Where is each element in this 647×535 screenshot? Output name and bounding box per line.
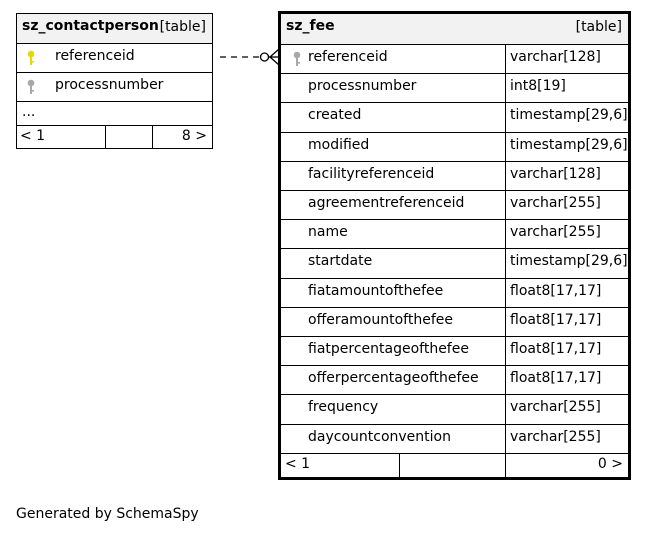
column-row[interactable]: daycountconvention varchar[255] [281, 423, 628, 453]
relationship-crowfoot-upper [269, 48, 280, 58]
footer-right: 8 > [181, 128, 207, 144]
primary-key-icon [26, 50, 36, 66]
column-name: referenceid [55, 48, 135, 64]
column-row[interactable]: frequency varchar[255] [281, 394, 628, 424]
column-row[interactable]: name varchar[255] [281, 219, 628, 249]
column-row[interactable]: referenceid [17, 43, 212, 72]
column-type: float8[17,17] [510, 282, 602, 299]
column-name: offerpercentageofthefee [308, 370, 479, 387]
more-columns-ellipsis: ... [22, 104, 36, 120]
column-row[interactable]: agreementreferenceid varchar[255] [281, 190, 628, 220]
table-header: sz_fee [table] [281, 14, 628, 44]
table-footer: < 1 8 > [17, 125, 212, 148]
column-type: timestamp[29,6] [510, 136, 628, 153]
foreign-key-icon [26, 79, 36, 95]
column-row[interactable]: fiatamountofthefee float8[17,17] [281, 277, 628, 307]
table-name: sz_fee [286, 18, 335, 34]
footer-left: < 1 [20, 128, 46, 144]
column-row[interactable]: referenceid varchar[128] [281, 44, 628, 74]
column-row[interactable]: processnumber [17, 72, 212, 101]
column-name: processnumber [55, 77, 164, 93]
column-type: varchar[128] [510, 165, 601, 182]
column-type: varchar[255] [510, 399, 601, 416]
column-type: int8[19] [510, 78, 566, 95]
relationship-zero-circle [259, 52, 270, 62]
column-name: agreementreferenceid [308, 195, 465, 211]
column-type: float8[17,17] [510, 341, 602, 357]
column-row[interactable]: facilityreferenceid varchar[128] [281, 160, 628, 190]
footer-left: < 1 [285, 456, 311, 472]
column-type: float8[17,17] [510, 370, 602, 387]
column-row[interactable]: modified timestamp[29,6] [281, 131, 628, 161]
foreign-key-icon [292, 51, 302, 67]
column-row[interactable]: processnumber int8[19] [281, 73, 628, 103]
table-sz-contactperson[interactable]: sz_contactperson [table] referenceid proc… [16, 13, 213, 149]
column-name: startdate [308, 253, 373, 270]
footer-right: 0 > [597, 456, 623, 472]
table-kind: [table] [159, 19, 206, 35]
column-name: frequency [308, 399, 379, 416]
column-name: name [308, 224, 348, 241]
column-type: varchar[128] [510, 49, 601, 65]
column-name: processnumber [308, 78, 417, 95]
table-sz-fee[interactable]: sz_fee [table] referenceid varchar[128] pr… [278, 11, 631, 480]
column-type: varchar[255] [510, 428, 601, 445]
column-type: float8[17,17] [510, 311, 602, 328]
generated-by-footer: Generated by SchemaSpy [16, 506, 199, 522]
table-kind: [table] [575, 19, 622, 35]
column-name: referenceid [308, 49, 388, 65]
column-name: modified [308, 136, 370, 153]
column-row[interactable]: offerpercentageofthefee float8[17,17] [281, 365, 628, 395]
column-type: varchar[255] [510, 224, 601, 241]
column-name: daycountconvention [308, 428, 451, 445]
column-name: created [308, 107, 362, 124]
more-columns-row[interactable]: ... [17, 101, 212, 125]
column-type: varchar[255] [510, 195, 601, 211]
column-name: fiatamountofthefee [308, 282, 444, 299]
column-type: timestamp[29,6] [510, 107, 628, 124]
column-name: facilityreferenceid [308, 165, 435, 182]
column-name: fiatpercentageofthefee [308, 341, 469, 357]
column-name: offeramountofthefee [308, 311, 453, 328]
relationship-crowfoot-lower [269, 56, 280, 66]
column-row[interactable]: created timestamp[29,6] [281, 102, 628, 132]
table-header: sz_contactperson [table] [17, 14, 212, 43]
column-row[interactable]: offeramountofthefee float8[17,17] [281, 306, 628, 336]
column-row[interactable]: fiatpercentageofthefee float8[17,17] [281, 336, 628, 366]
table-name: sz_contactperson [22, 18, 159, 34]
column-type: timestamp[29,6] [510, 253, 628, 270]
column-row[interactable]: startdate timestamp[29,6] [281, 248, 628, 278]
table-footer: < 1 0 > [281, 453, 628, 477]
